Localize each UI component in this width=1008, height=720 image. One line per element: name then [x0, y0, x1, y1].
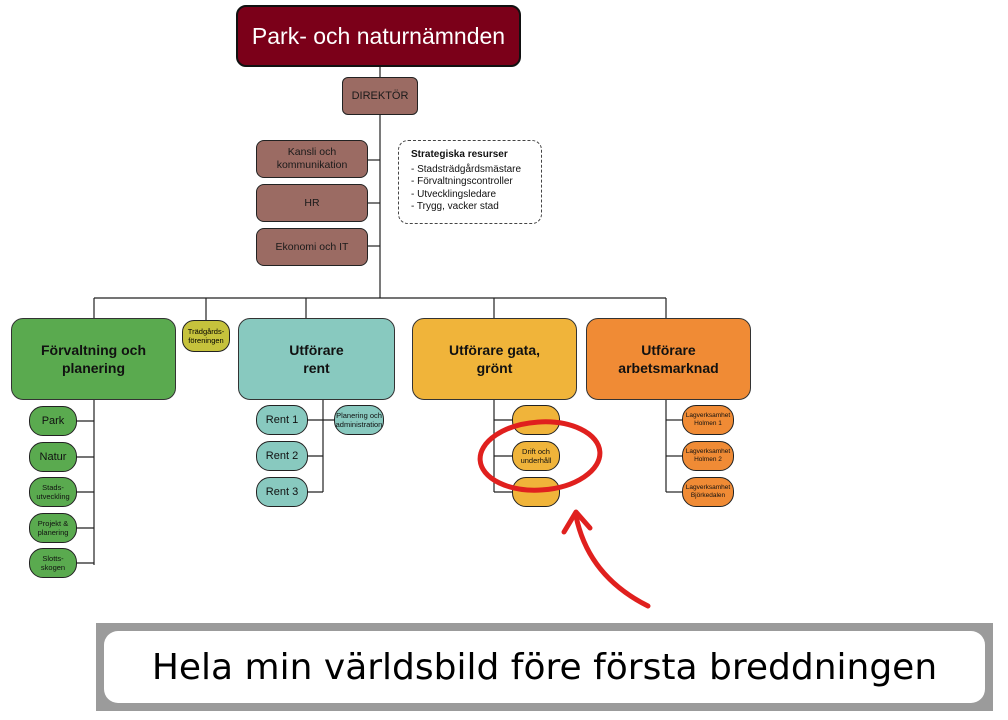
strategic-item: - Utvecklingsledare: [411, 188, 497, 200]
staff-label: Ekonomi och IT: [275, 240, 349, 253]
dept-gata: Utförare gata, grönt: [412, 318, 577, 400]
unit-holmen-2: Lagverksamhet Holmen 2: [682, 441, 734, 471]
unit-label: Drift och underhåll: [520, 447, 552, 465]
dept-label: Förvaltning och planering: [41, 342, 146, 376]
director-box: DIREKTÖR: [342, 77, 418, 115]
caption-text: Hela min världsbild före första breddnin…: [104, 631, 985, 703]
dept-label: Utförare gata, grönt: [448, 342, 541, 376]
dept-forvaltning: Förvaltning och planering: [11, 318, 176, 400]
staff-label: HR: [304, 196, 320, 209]
unit-gata-3: [512, 477, 560, 507]
strategic-resources-title: Strategiska resurser: [411, 149, 508, 160]
unit-label: Projekt & planering: [37, 519, 69, 537]
unit-label: Park: [41, 415, 65, 427]
unit-park: Park: [29, 406, 77, 436]
unit-natur: Natur: [29, 442, 77, 472]
unit-rent-2: Rent 2: [256, 441, 308, 471]
unit-label: Lagverksamhet Björkedalen: [685, 484, 731, 499]
unit-drift-underhall: Drift och underhåll: [512, 441, 560, 471]
unit-projekt-planering: Projekt & planering: [29, 513, 77, 543]
strategic-item: - Trygg, vacker stad: [411, 201, 499, 212]
unit-gata-1: [512, 405, 560, 435]
unit-label: Natur: [39, 451, 67, 463]
unit-label: Planering och administration: [335, 411, 383, 429]
unit-rent-1: Rent 1: [256, 405, 308, 435]
staff-box-kansli: Kansli och kommunikation: [256, 140, 368, 178]
unit-holmen-1: Lagverksamhet Holmen 1: [682, 405, 734, 435]
unit-stadsutveckling: Stads-utveckling: [29, 477, 77, 507]
strategic-item: - Stadsträdgårdsmästare: [411, 163, 522, 175]
unit-rent-3: Rent 3: [256, 477, 308, 507]
dept-label: Utförare rent: [289, 342, 344, 376]
unit-label: Rent 1: [265, 414, 299, 426]
strategic-item: - Förvaltningscontroller: [411, 176, 513, 187]
unit-label: Rent 3: [265, 486, 299, 498]
unit-label: Lagverksamhet Holmen 1: [685, 412, 731, 427]
strategic-resources-box: Strategiska resurser - Stadsträdgårdsmäs…: [398, 140, 542, 224]
unit-label: Rent 2: [265, 450, 299, 462]
dept-rent: Utförare rent: [238, 318, 395, 400]
unit-label: Slotts-skogen: [40, 554, 66, 572]
staff-box-hr: HR: [256, 184, 368, 222]
unit-label: Lagverksamhet Holmen 2: [685, 448, 731, 463]
unit-bjorkedalen: Lagverksamhet Björkedalen: [682, 477, 734, 507]
dept-label: Utförare arbetsmarknad: [618, 342, 719, 376]
dept-arbete: Utförare arbetsmarknad: [586, 318, 751, 400]
director-label: DIREKTÖR: [351, 90, 409, 102]
unit-planering-administration: Planering och administration: [334, 405, 384, 435]
dept-tradgard: Trädgårds-föreningen: [182, 320, 230, 352]
org-title: Park- och naturnämnden: [251, 23, 506, 49]
unit-slottsskogen: Slotts-skogen: [29, 548, 77, 578]
dept-label: Trädgårds-föreningen: [187, 327, 225, 345]
staff-label: Kansli och kommunikation: [276, 146, 348, 171]
staff-box-ekonomi: Ekonomi och IT: [256, 228, 368, 266]
org-title-box: Park- och naturnämnden: [236, 5, 521, 67]
unit-label: Stads-utveckling: [36, 483, 70, 501]
caption-frame: Hela min världsbild före första breddnin…: [96, 623, 993, 711]
